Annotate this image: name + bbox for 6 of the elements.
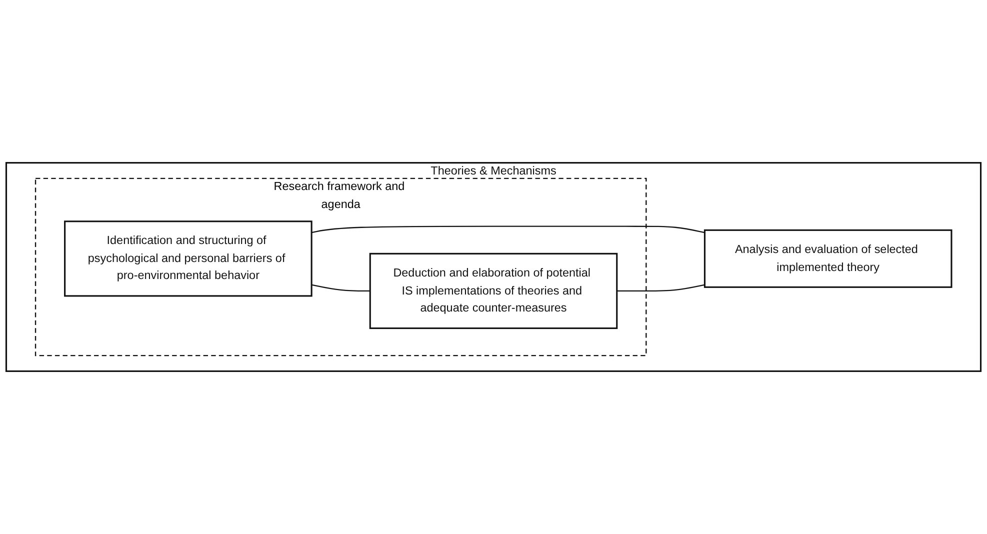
connector [311,284,370,292]
connector [311,226,705,234]
node-box: Analysis and evaluation of selected implemented theory [704,229,952,288]
node-box: Deduction and elaboration of potential IS implementations of theories and adequate counter-measures [369,252,618,330]
node-box: Identification and structuring of psychological and personal barriers of pro-environmental behavior [64,220,312,297]
connector [616,284,705,292]
